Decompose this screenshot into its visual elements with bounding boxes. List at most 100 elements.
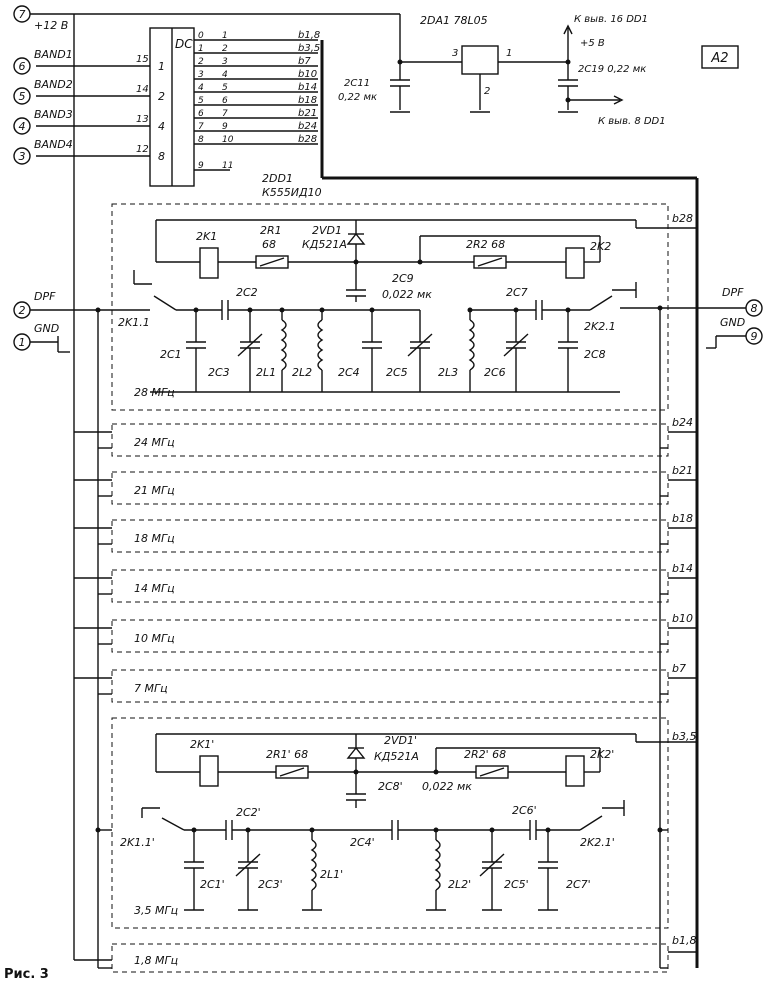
weight-2: 2 — [158, 90, 165, 103]
band-10: 10 МГц b10 — [74, 612, 697, 653]
r2-label: 2R2 68 — [466, 238, 505, 251]
dpf-right-label: DPF — [722, 286, 744, 299]
net-b10: b10 — [298, 69, 317, 80]
c4-label: 2C4 — [338, 366, 360, 379]
connector-3 — [13, 147, 31, 165]
out-idx-2: 2 — [198, 57, 204, 67]
c5-label: 2C5 — [386, 366, 408, 379]
band3-label: BAND3 — [34, 108, 73, 121]
band-18-freq: 18 МГц — [134, 532, 175, 545]
band-24: 24 МГц b24 — [74, 416, 697, 457]
connector-7-num: 7 — [19, 8, 26, 21]
board-label-box — [701, 45, 739, 69]
band-1-8-freq: 1,8 МГц — [134, 954, 178, 967]
c3p-label: 2C3' — [258, 878, 283, 891]
net-b14: b14 — [298, 82, 317, 93]
band-7: 7 МГц b7 — [74, 662, 697, 703]
r1p-label: 2R1' 68 — [266, 748, 308, 761]
band-7-net: b7 — [672, 662, 686, 675]
connector-1-num: 1 — [19, 336, 26, 349]
band-21: 21 МГц b21 — [74, 464, 697, 505]
diode-2vd1 — [346, 232, 366, 245]
vd1-part: КД521А — [302, 238, 347, 251]
vd1p-part: КД521А — [374, 750, 419, 763]
reg-note-bottom: К выв. 8 DD1 — [598, 116, 666, 127]
k21p-label: 2K2.1' — [580, 836, 615, 849]
net-b24: b24 — [298, 121, 317, 132]
c2-label: 2C2 — [236, 286, 258, 299]
c6p-label: 2C6' — [512, 804, 537, 817]
pin-15: 15 — [136, 54, 149, 65]
band1-label: BAND1 — [34, 48, 73, 61]
k11-label: 2K1.1 — [118, 316, 150, 329]
regulator-da1: 2DA1 78L05 3 1 2 2C11 0,22 мк К выв. 16 … — [338, 14, 739, 127]
c11-name: 2C11 — [344, 78, 370, 89]
net-b28: b28 — [298, 134, 317, 145]
c8-label: 2C8 — [584, 348, 606, 361]
c4p-label: 2C4' — [350, 836, 375, 849]
band-14-net: b14 — [672, 562, 693, 575]
connector-7-label: +12 В — [34, 19, 68, 32]
l1p-label: 2L1' — [320, 868, 343, 881]
out-idx-5: 5 — [198, 96, 204, 106]
decoder-outputs: 0 1 2 3 4 5 6 7 8 9 1 2 3 4 5 6 7 9 10 1… — [194, 30, 699, 968]
weight-1: 1 — [158, 60, 165, 73]
k21-label: 2K2.1 — [584, 320, 616, 333]
c11-value: 0,22 мк — [338, 92, 377, 103]
band-21-net: b21 — [672, 464, 693, 477]
filter-28: b28 2K1 2R1 68 2VD1 КД521А 2C9 0,022 мк … — [111, 203, 697, 411]
gnd-right-label: GND — [720, 316, 745, 329]
junctions — [95, 59, 663, 833]
band2-label: BAND2 — [34, 78, 73, 91]
band-14-freq: 14 МГц — [134, 582, 175, 595]
connector-2-num: 2 — [19, 304, 26, 317]
band-7-freq: 7 МГц — [134, 682, 168, 695]
out-pin-3: 3 — [222, 57, 228, 67]
band-1-8: 1,8 МГц b1,8 — [74, 934, 697, 973]
gnd-left-label: GND — [34, 322, 59, 335]
left-io: 2 1 DPF GND — [13, 290, 150, 353]
band-18: 18 МГц b18 — [74, 512, 697, 553]
net-b3-5: b3,5 — [298, 43, 320, 54]
figure-label: Рис. 3 — [4, 967, 49, 982]
out-pin-5: 5 — [222, 83, 228, 93]
connector-8-num: 8 — [751, 302, 758, 315]
connector-3-num: 3 — [19, 150, 26, 163]
connector-4-num: 4 — [19, 120, 26, 133]
weight-4: 4 — [158, 120, 165, 133]
band-1-8-net: b1,8 — [672, 934, 696, 947]
regulator-name: 2DA1 78L05 — [420, 14, 488, 27]
band4-label: BAND4 — [34, 138, 73, 151]
dpf-left-label: DPF — [34, 290, 56, 303]
decoder-part: К555ИД10 — [262, 186, 322, 199]
pin-12: 12 — [136, 144, 149, 155]
decoder-name: 2DD1 — [262, 172, 293, 185]
net-b1-8: b1,8 — [298, 30, 320, 41]
r2p-label: 2R2' 68 — [464, 748, 506, 761]
c1-label: 2C1 — [160, 348, 182, 361]
pin-14: 14 — [136, 84, 149, 95]
k2p-label: 2K2' — [590, 748, 614, 761]
c19-label: 2C19 0,22 мк — [578, 64, 646, 75]
band-inputs: 6 5 4 3 BAND1 BAND2 BAND3 BAND4 15 14 13… — [13, 14, 165, 960]
net-b7: b7 — [298, 56, 311, 67]
c9-label: 2C9 — [392, 272, 414, 285]
connector-5 — [13, 87, 31, 105]
out-pin-6: 6 — [222, 96, 228, 106]
filter35-net: b3,5 — [672, 730, 696, 743]
reg-note-top: К выв. 16 DD1 — [574, 14, 648, 25]
net-b18: b18 — [298, 95, 317, 106]
out-idx-6: 6 — [198, 109, 204, 119]
l2-label: 2L2 — [292, 366, 312, 379]
connector-9-num: 9 — [751, 330, 758, 343]
connector-6 — [13, 57, 31, 75]
filter35-freq: 3,5 МГц — [134, 904, 178, 917]
band-14: 14 МГц b14 — [74, 562, 697, 603]
relay-2k1 — [199, 247, 219, 279]
net-b21: b21 — [298, 108, 317, 119]
out-pin-11: 11 — [222, 161, 233, 171]
l3-label: 2L3 — [438, 366, 458, 379]
vd1-label: 2VD1 — [312, 224, 342, 237]
right-io: 8 9 DPF GND — [620, 286, 763, 349]
r1-value: 68 — [262, 238, 276, 251]
